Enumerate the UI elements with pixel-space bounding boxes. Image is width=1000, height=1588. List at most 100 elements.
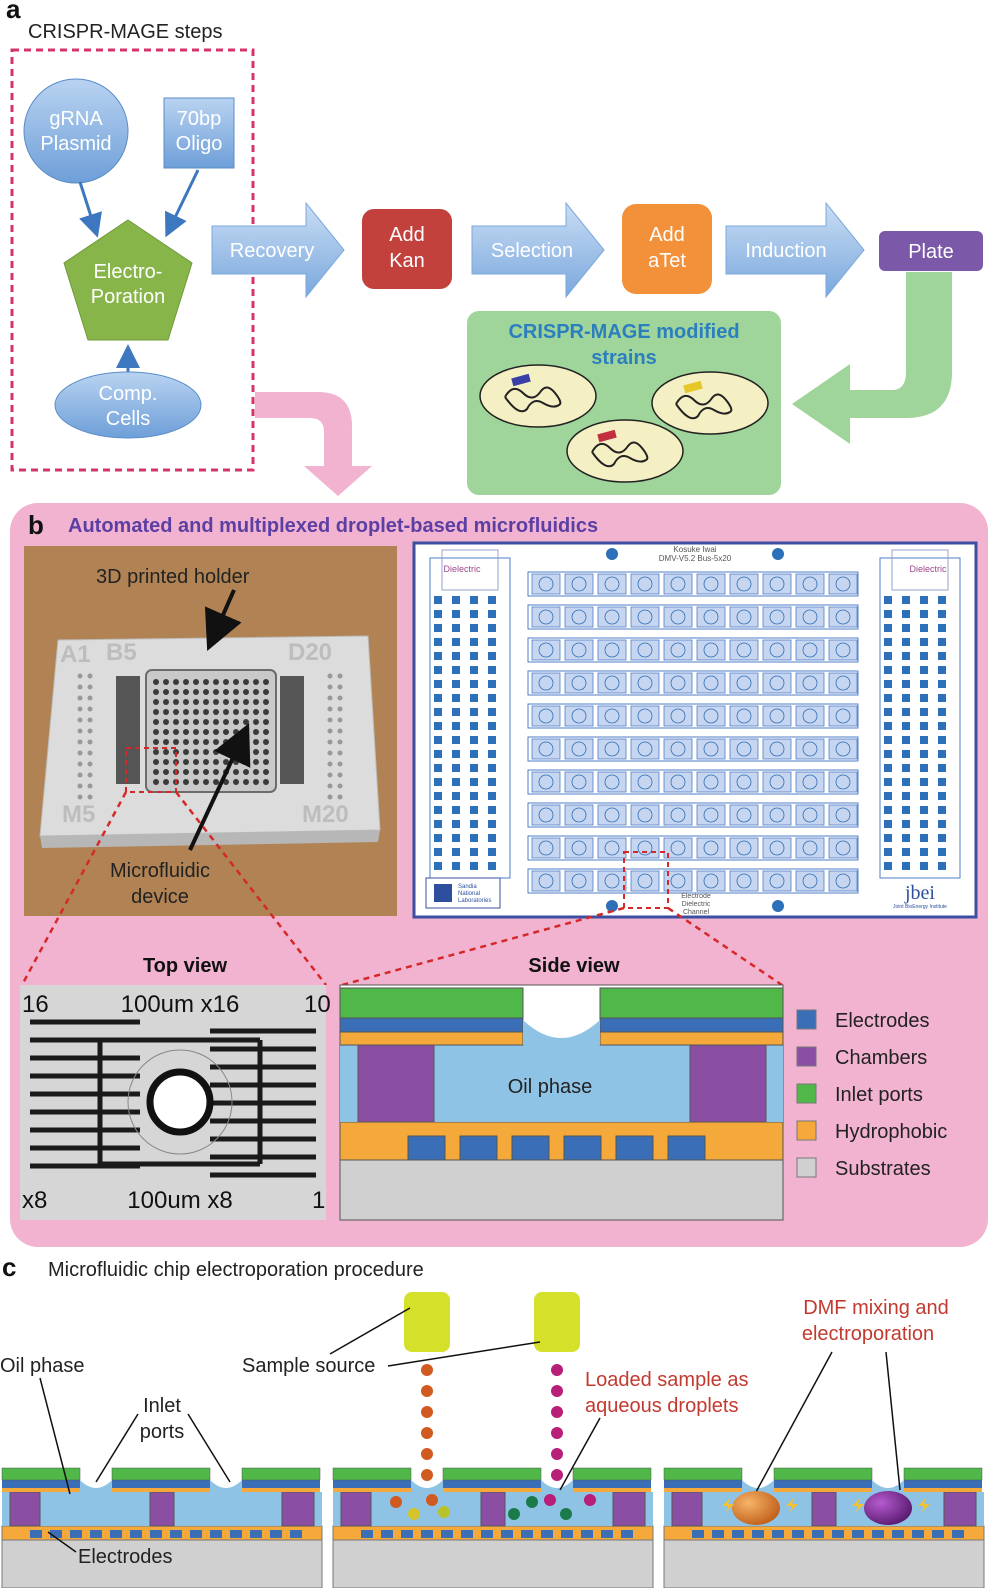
mixing-droplet-orange	[732, 1491, 780, 1525]
recovery-label: Recovery	[230, 240, 314, 262]
electro-line1: Electro-	[94, 261, 163, 283]
holder-label: 3D printed holder	[96, 566, 250, 588]
droplet-orange	[421, 1406, 433, 1418]
grna-line1: gRNA	[49, 108, 103, 130]
green-return-arrow	[792, 272, 952, 444]
label-inlet-line2: ports	[140, 1421, 184, 1443]
device-line1: Microfluidic	[110, 860, 210, 882]
chip-cross-section	[663, 1467, 985, 1588]
zoom-line-layout-right	[667, 906, 783, 987]
label-inlet-line1: Inlet	[143, 1395, 181, 1417]
comp-cells-node	[54, 371, 202, 439]
sample-source-2	[534, 1292, 580, 1352]
steps-title: CRISPR-MAGE steps	[28, 21, 222, 43]
droplet-magenta	[551, 1469, 563, 1481]
chip-version: DMV-V5.2 Bus-5x20	[659, 554, 732, 563]
side-view-title: Side view	[528, 955, 620, 977]
top-view-image: 16 100um x16 10 x8 100um x8 1	[20, 985, 331, 1220]
selection-label: Selection	[491, 240, 573, 262]
panel-b-letter: b	[28, 510, 44, 540]
label-loaded-line2: aqueous droplets	[585, 1395, 738, 1417]
sample-source-1	[404, 1292, 450, 1352]
droplet-magenta	[551, 1406, 563, 1418]
droplet-orange	[421, 1427, 433, 1439]
droplet-magenta	[551, 1448, 563, 1460]
legend-label: Inlet ports	[835, 1084, 923, 1106]
strains-line1: CRISPR-MAGE modified	[508, 321, 739, 343]
logo-left-1: Sandia	[458, 884, 477, 890]
mixing-droplet-purple	[864, 1491, 912, 1525]
strain-cell-red	[566, 419, 684, 483]
legend-label: Chambers	[835, 1047, 927, 1069]
zoom-line-layout-left	[341, 906, 625, 987]
comp-line2: Cells	[106, 408, 150, 430]
legend-label: Electrodes	[835, 1010, 930, 1032]
grna-plasmid-node	[23, 78, 129, 184]
top-view-title: Top view	[143, 955, 228, 977]
top-label-right: 10	[304, 991, 331, 1018]
addatet-line2: aTet	[648, 250, 686, 272]
droplet-orange	[421, 1364, 433, 1376]
panel-c-title: Microfluidic chip electroporation proced…	[48, 1259, 424, 1281]
panel-c-letter: c	[2, 1252, 16, 1282]
bottom-label-center: 100um x8	[127, 1187, 232, 1214]
droplet-in-chip	[560, 1508, 572, 1520]
bottom-label-left: x8	[22, 1187, 47, 1214]
electrode-note-3: Channel	[683, 909, 710, 916]
induction-arrow	[725, 201, 865, 299]
legend-swatch	[796, 1083, 817, 1104]
panel-a-letter: a	[6, 0, 21, 24]
label-sample-source: Sample source	[242, 1355, 375, 1377]
chip-cross-section	[1, 1467, 323, 1588]
corner-m5: M5	[62, 801, 95, 828]
zoom-line-photo-right	[175, 791, 327, 986]
top-label-left: 16	[22, 991, 49, 1018]
plate-node	[879, 231, 983, 271]
droplet-magenta	[551, 1385, 563, 1397]
droplet-in-chip	[408, 1508, 420, 1520]
dielectric-left: Dielectric	[443, 564, 481, 574]
arrow-oligo-to-electro	[165, 169, 200, 238]
logo-right-sub: Joint BioEnergy Institute	[893, 904, 947, 910]
chip-layout: Dielectric Dielectric Kosuke Iwai DMV-V5…	[412, 541, 978, 919]
droplet-in-chip	[426, 1494, 438, 1506]
droplet-in-chip	[508, 1508, 520, 1520]
strains-line2: strains	[591, 347, 657, 369]
droplet-in-chip	[438, 1506, 450, 1518]
label-loaded-line1: Loaded sample as	[585, 1369, 748, 1391]
droplet-in-chip	[390, 1496, 402, 1508]
side-oil-phase: Oil phase	[508, 1076, 593, 1098]
droplet-orange	[421, 1469, 433, 1481]
legend-swatch	[796, 1120, 817, 1141]
oligo-line1: 70bp	[177, 108, 222, 130]
corner-m20: M20	[302, 801, 349, 828]
electrode-note-2: Dielectric	[682, 901, 711, 908]
strain-cell-blue	[479, 364, 597, 428]
device-line2: device	[131, 886, 189, 908]
legend-label: Hydrophobic	[835, 1121, 947, 1143]
label-dmf-line2: electroporation	[802, 1323, 934, 1345]
corner-b5: B5	[106, 639, 137, 666]
electroporation-node	[63, 219, 193, 341]
label-electrodes: Electrodes	[78, 1546, 173, 1568]
legend-swatch	[796, 1046, 817, 1067]
droplet-in-chip	[544, 1494, 556, 1506]
dielectric-right: Dielectric	[909, 564, 947, 574]
droplet-in-chip	[584, 1494, 596, 1506]
arrow-grna-to-electro	[78, 181, 102, 238]
droplet-in-chip	[526, 1496, 538, 1508]
chip-author: Kosuke Iwai	[673, 545, 716, 554]
comp-line1: Comp.	[99, 383, 158, 405]
droplet-orange	[421, 1385, 433, 1397]
addkan-line1: Add	[389, 224, 425, 246]
corner-a1: A1	[60, 641, 91, 668]
addkan-line2: Kan	[389, 250, 425, 272]
grna-line2: Plasmid	[40, 133, 111, 155]
chip-cross-section	[332, 1467, 654, 1588]
droplet-magenta	[551, 1364, 563, 1376]
corner-d20: D20	[288, 639, 332, 666]
holder-photo: A1 B5 D20 M5 M20 3D printed holder Micro…	[24, 546, 397, 916]
strains-box	[467, 311, 781, 495]
droplet-orange	[421, 1448, 433, 1460]
legend-swatch	[796, 1009, 817, 1030]
